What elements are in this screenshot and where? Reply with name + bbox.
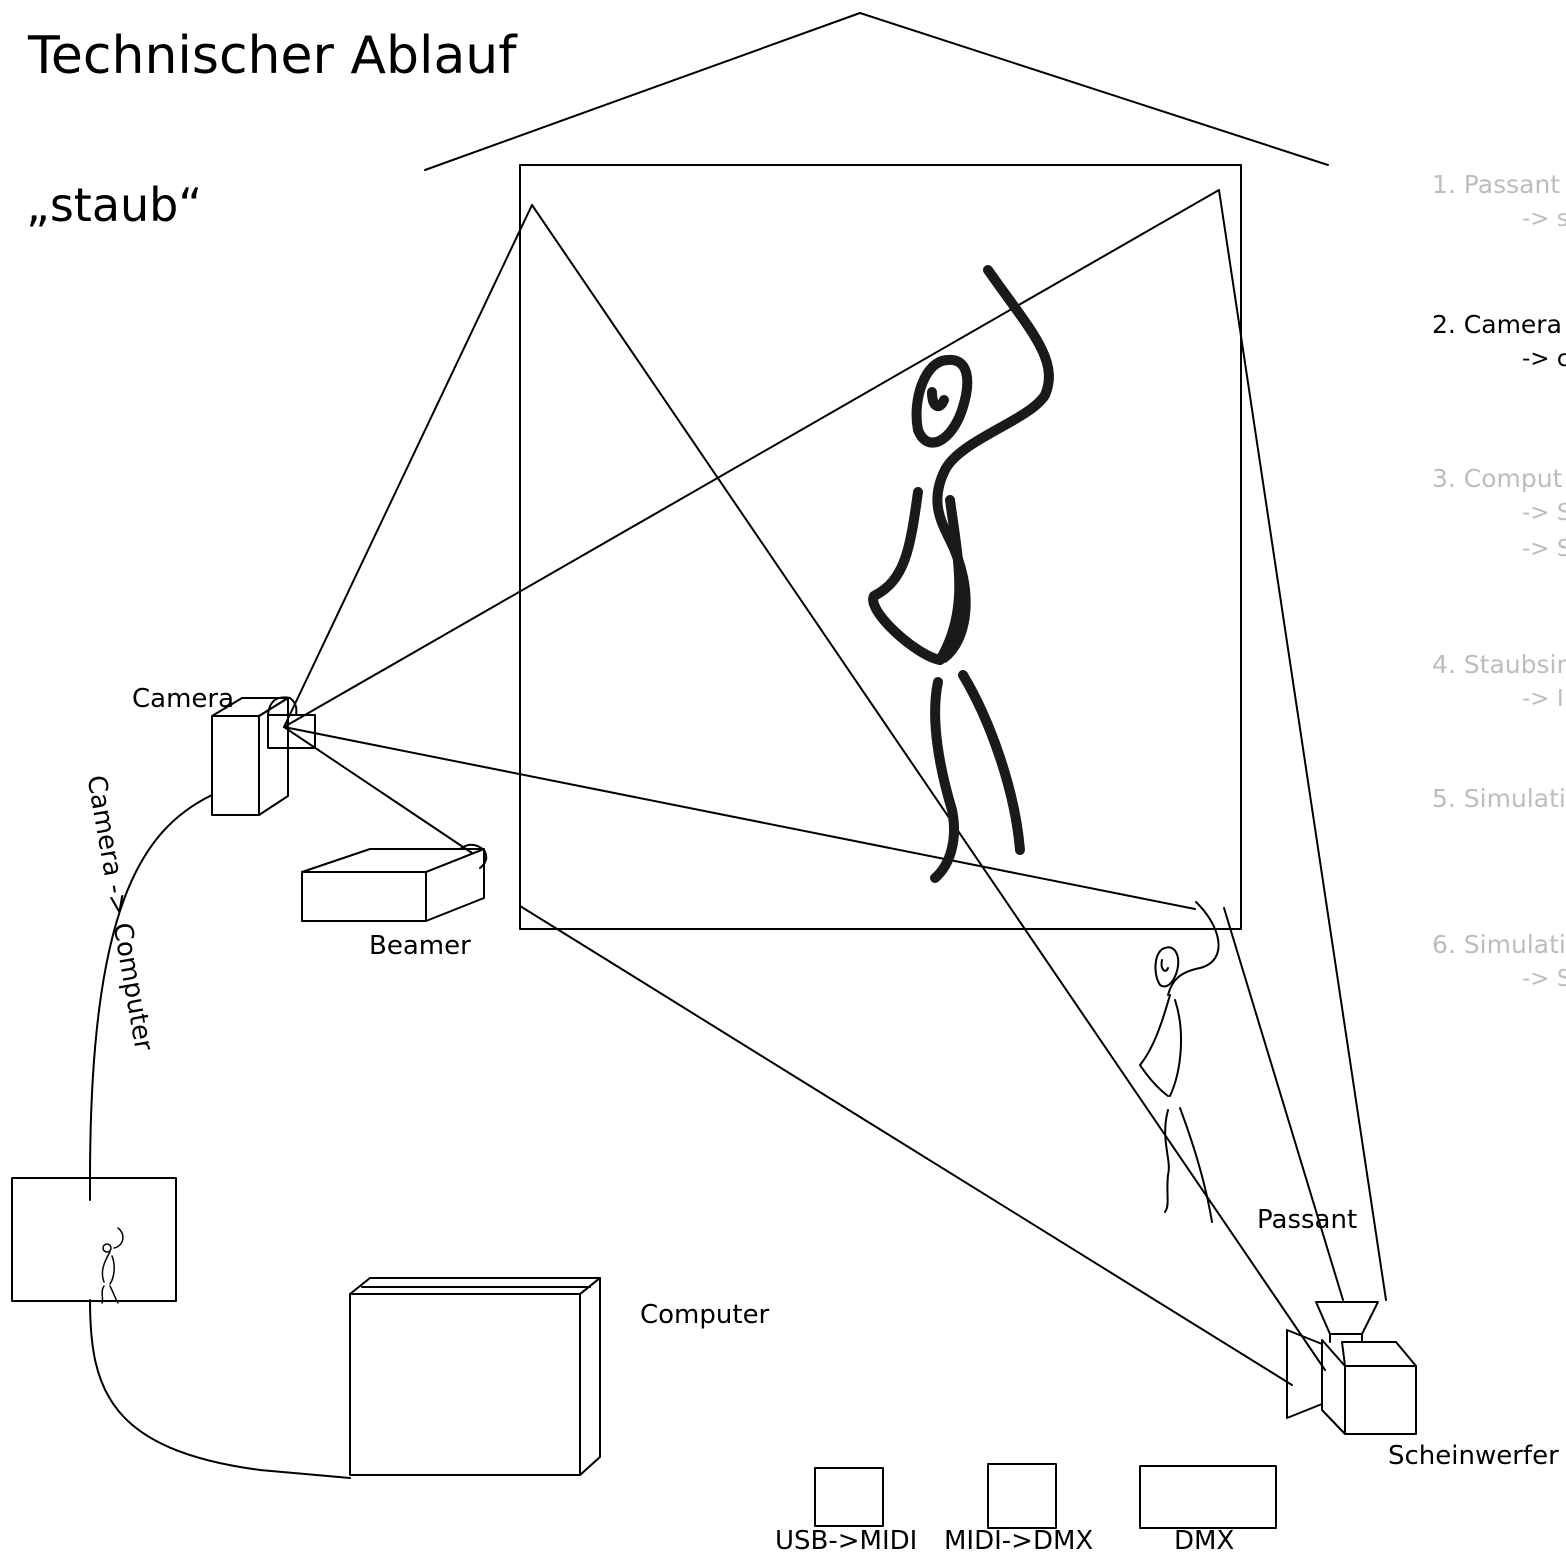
spot-line-3 [1223, 907, 1344, 1301]
monitor-frame [11, 1177, 177, 1302]
step-3-detail: -> S [1522, 536, 1566, 562]
usb-midi-box [814, 1467, 884, 1527]
step-4-detail: -> I [1522, 686, 1564, 712]
step-1-detail: -> s [1522, 206, 1566, 232]
project-name: „staub“ [26, 178, 203, 232]
scheinwerfer-label: Scheinwerfer [1388, 1441, 1559, 1471]
usb-midi-label: USB->MIDI [775, 1526, 918, 1556]
diagram-title: Technischer Ablauf [28, 26, 517, 86]
scheinwerfer-device [1286, 1301, 1417, 1435]
camera-device [211, 696, 316, 816]
camera-view-line-2 [283, 189, 1220, 728]
cable-monitor-computer [89, 1299, 351, 1479]
dmx-box [1139, 1465, 1277, 1529]
spot-line-4 [519, 905, 1293, 1386]
projection-wall [519, 164, 1242, 930]
beamer-device [301, 843, 488, 922]
step-2-detail: -> c [1522, 346, 1566, 372]
camera-view-line-3 [283, 726, 1196, 910]
passant-figure [1139, 901, 1220, 1223]
passant-label: Passant [1257, 1205, 1358, 1235]
computer-label: Computer [640, 1300, 770, 1330]
midi-dmx-box [987, 1463, 1057, 1529]
projected-figure [868, 265, 1054, 883]
roof-line [424, 12, 1329, 171]
step-1-label: 1. Passant [1432, 170, 1561, 199]
step-3-label: 3. Comput [1432, 464, 1563, 493]
step-3-detail: -> S [1522, 500, 1566, 526]
step-6-detail: -> S [1522, 966, 1566, 992]
midi-dmx-label: MIDI->DMX [944, 1526, 1094, 1556]
step-6-label: 6. Simulati [1432, 930, 1566, 959]
computer-device [349, 1277, 601, 1476]
dmx-label: DMX [1174, 1526, 1235, 1556]
step-4-label: 4. Staubsin [1432, 650, 1566, 679]
step-5-label: 5. Simulati [1432, 784, 1566, 813]
camera-label: Camera [132, 684, 235, 714]
spot-line-1 [531, 204, 1326, 1371]
beamer-label: Beamer [369, 931, 471, 961]
spot-line-2 [1218, 189, 1387, 1301]
step-2-label: 2. Camera [1432, 310, 1562, 339]
cable-camera-computer [89, 794, 213, 1201]
monitor-figure [101, 1227, 124, 1304]
camera-view-line-1 [283, 204, 533, 728]
